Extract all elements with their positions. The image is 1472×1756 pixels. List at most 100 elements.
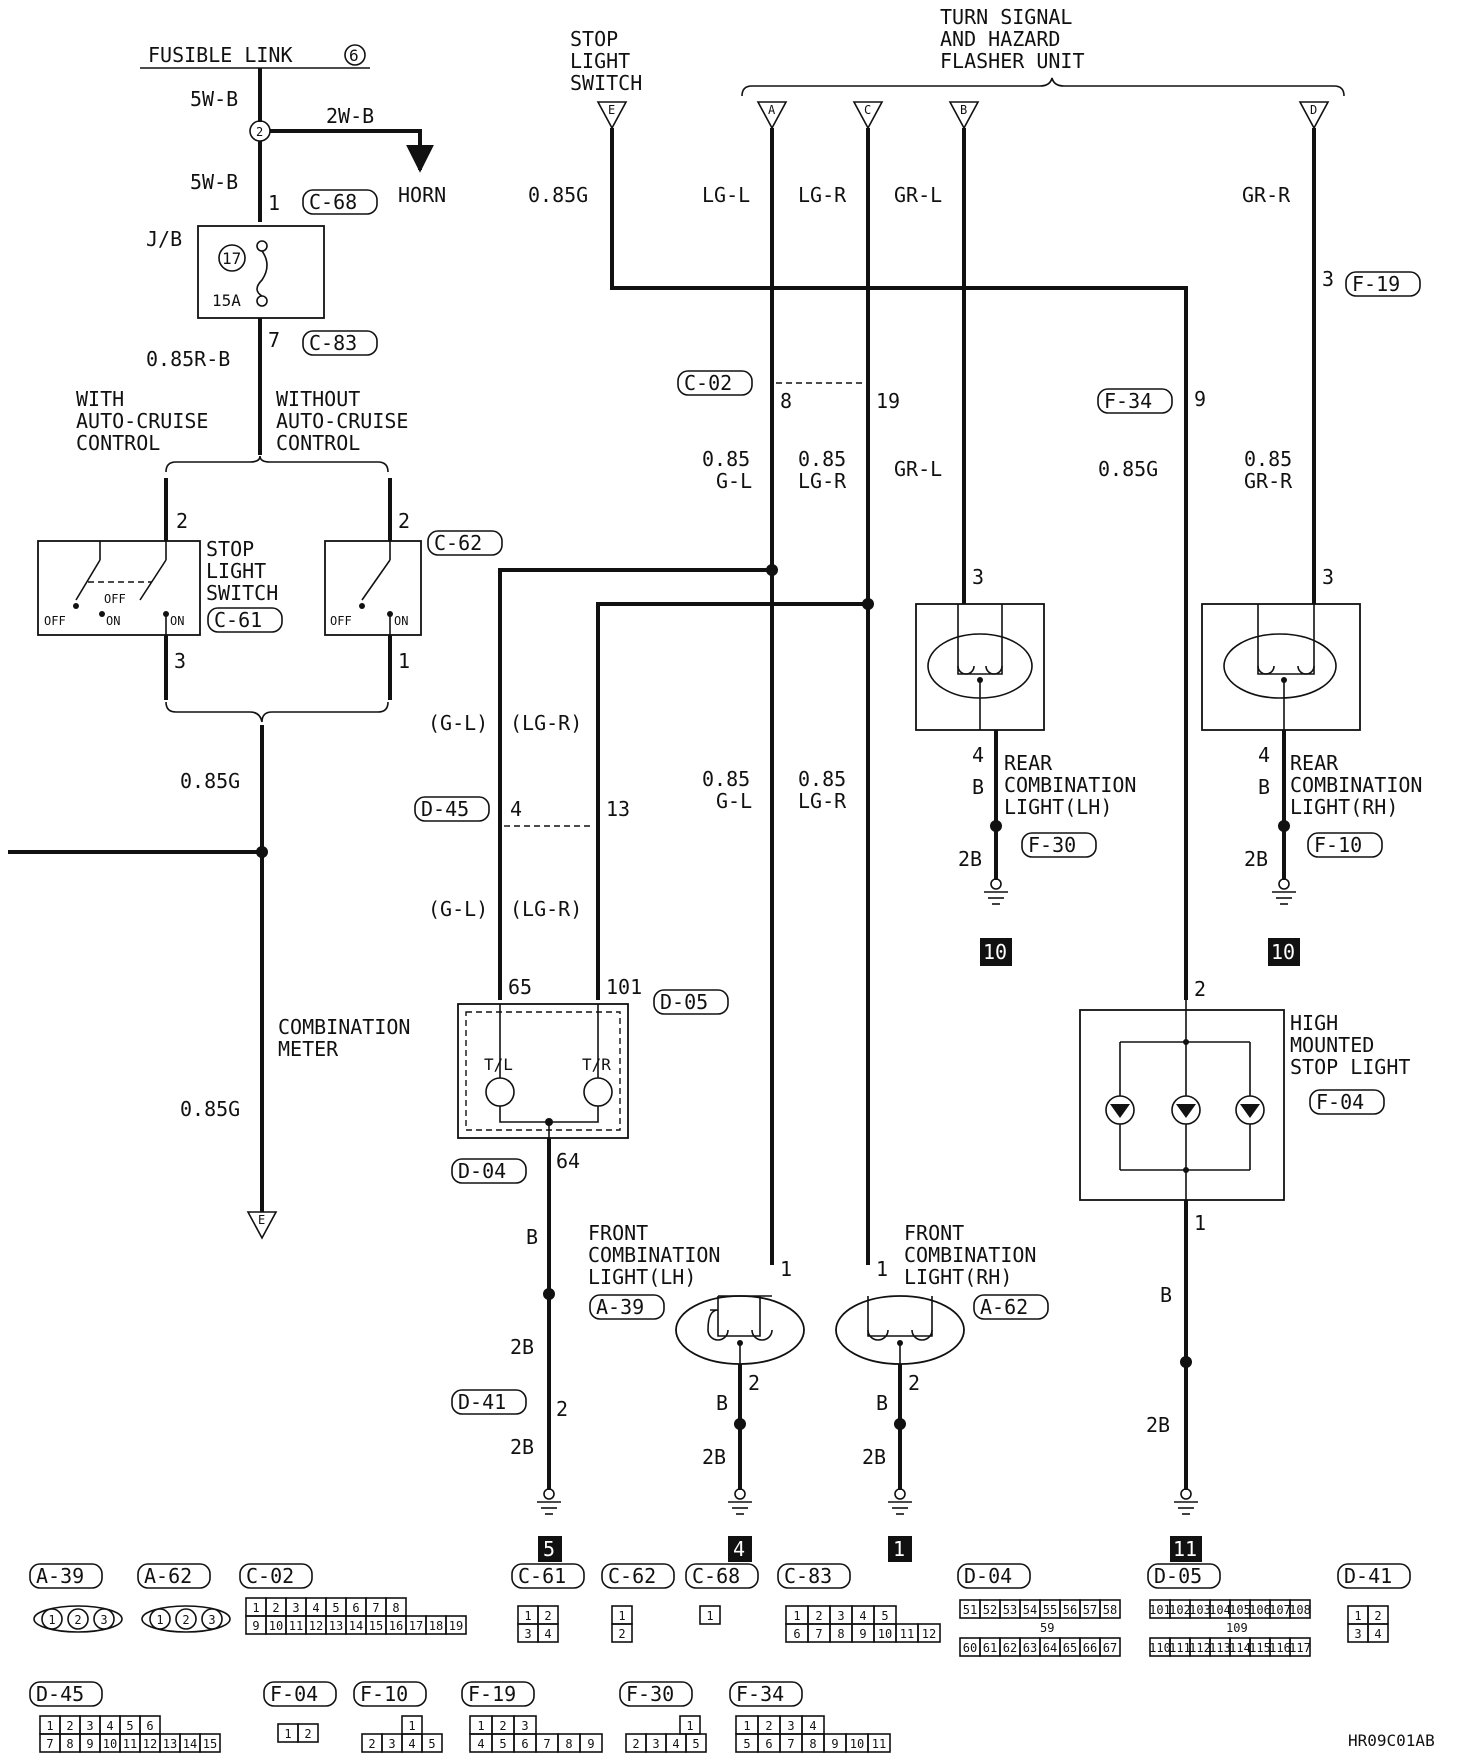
pin-1-c68: 1: [268, 191, 280, 215]
pin-number: 3: [292, 1601, 299, 1615]
conn-f19-tag: F-19: [1352, 272, 1400, 296]
tr-label: T/R: [582, 1055, 611, 1074]
pin-number: 51: [963, 1603, 977, 1617]
pin-number: 9: [587, 1737, 594, 1751]
pin-number: 60: [963, 1641, 977, 1655]
pin-number: 19: [449, 1619, 463, 1633]
connector-view-label: F-10: [360, 1682, 408, 1706]
pin-number: 56: [1063, 1603, 1077, 1617]
pin-number: 7: [543, 1737, 550, 1751]
wire-5wb-top: 5W-B: [190, 87, 238, 111]
pin-2-b: 2: [398, 509, 410, 533]
pin-number: 5: [743, 1737, 750, 1751]
rear-lh-wire-b: B: [972, 775, 984, 799]
stop-switch-with-cruise: [37, 540, 201, 636]
pin-number: 115: [1249, 1641, 1271, 1655]
pin-number: 4: [408, 1737, 415, 1751]
with-line-1: WITH: [76, 387, 124, 411]
pin-number: 3: [1354, 1627, 1361, 1641]
connector-c68: 1: [699, 1605, 721, 1625]
pin-3: 3: [174, 649, 186, 673]
pin-number: 2: [272, 1601, 279, 1615]
pin-number: 116: [1269, 1641, 1291, 1655]
conn-c68-tag: C-68: [309, 190, 357, 214]
pin-number: 8: [392, 1601, 399, 1615]
pin-number: 4: [672, 1737, 679, 1751]
switch-name-2: LIGHT: [206, 559, 266, 583]
terminal-d: D: [1310, 103, 1317, 117]
rear-rh-lamp: [1201, 603, 1361, 731]
on-label-2: ON: [170, 614, 184, 628]
pin-number: 6: [146, 1719, 153, 1733]
without-line-2: AUTO-CRUISE: [276, 409, 408, 433]
rear-combination-lights: 3 4 B REAR COMBINATION LIGHT(LH) F-30 2B…: [915, 565, 1422, 966]
pin-number: 7: [787, 1737, 794, 1751]
pin-number: 64: [1043, 1641, 1057, 1655]
pin-number: 5: [126, 1719, 133, 1733]
pin-number: 5: [428, 1737, 435, 1751]
wire-grr-top: GR-R: [1242, 183, 1291, 207]
pin-number: 6: [521, 1737, 528, 1751]
switch-name-3: SWITCH: [206, 581, 278, 605]
wire-085-b: 0.85: [798, 447, 846, 471]
hmsl-name-1: HIGH: [1290, 1011, 1338, 1035]
tl-label: T/L: [484, 1055, 513, 1074]
connector-view-label: C-02: [246, 1564, 294, 1588]
pin-number: 107: [1269, 1603, 1291, 1617]
pin-number: 2: [618, 1627, 625, 1641]
meter-wire-2b-2: 2B: [510, 1435, 534, 1459]
combination-meter: [457, 1003, 629, 1139]
ground-1: 1: [893, 1537, 905, 1561]
pin-number: 3: [837, 1609, 844, 1623]
pin-number: 103: [1189, 1603, 1211, 1617]
fusible-link-label: FUSIBLE LINK: [148, 43, 293, 67]
front-lh-wire-b: B: [716, 1391, 728, 1415]
pin-number: 4: [106, 1719, 113, 1733]
wire-gl-2: (G-L): [428, 897, 488, 921]
pin-number: 57: [1083, 1603, 1097, 1617]
pin-1: 1: [398, 649, 410, 673]
pin-number: 6: [793, 1627, 800, 1641]
top-stop-switch-2: LIGHT: [570, 49, 630, 73]
pin-number: 110: [1149, 1641, 1171, 1655]
wire-085g-mid: 0.85G: [1098, 457, 1158, 481]
front-rh-pin-1: 1: [876, 1257, 888, 1281]
without-line-1: WITHOUT: [276, 387, 360, 411]
pin-number: 9: [859, 1627, 866, 1641]
pin-number: 2: [765, 1719, 772, 1733]
wire-lgr-2: (LG-R): [510, 897, 582, 921]
conn-d05-tag: D-05: [660, 990, 708, 1014]
front-rh-name-1: FRONT: [904, 1221, 964, 1245]
rear-rh-wire-2b: 2B: [1244, 847, 1268, 871]
with-line-2: AUTO-CRUISE: [76, 409, 208, 433]
pin-number: 65: [1063, 1641, 1077, 1655]
rear-rh-wire-b: B: [1258, 775, 1270, 799]
pin-number: 7: [46, 1737, 53, 1751]
pin-number: 111: [1169, 1641, 1191, 1655]
front-lh-pin-1: 1: [780, 1257, 792, 1281]
pin-101: 101: [606, 975, 642, 999]
hmsl-wire-2b: 2B: [1146, 1413, 1170, 1437]
pin-number: 11: [872, 1737, 886, 1751]
pin-number: 1: [48, 1613, 55, 1627]
pin-number: 4: [1374, 1627, 1381, 1641]
pin-number: 2: [182, 1613, 189, 1627]
fuse-number: 17: [222, 249, 241, 268]
pin-number: 9: [252, 1619, 259, 1633]
ground-4: 4: [733, 1537, 745, 1561]
pin-number: 62: [1003, 1641, 1017, 1655]
pin-number: 10: [269, 1619, 283, 1633]
pin-number: 5: [692, 1737, 699, 1751]
pin-number: 11: [900, 1627, 914, 1641]
flasher-name-3: FLASHER UNIT: [940, 49, 1085, 73]
terminal-b: B: [960, 103, 967, 117]
pin-number: 1: [743, 1719, 750, 1733]
connector-view-label: A-62: [144, 1564, 192, 1588]
pin-number: 8: [837, 1627, 844, 1641]
pin-number: 2: [66, 1719, 73, 1733]
